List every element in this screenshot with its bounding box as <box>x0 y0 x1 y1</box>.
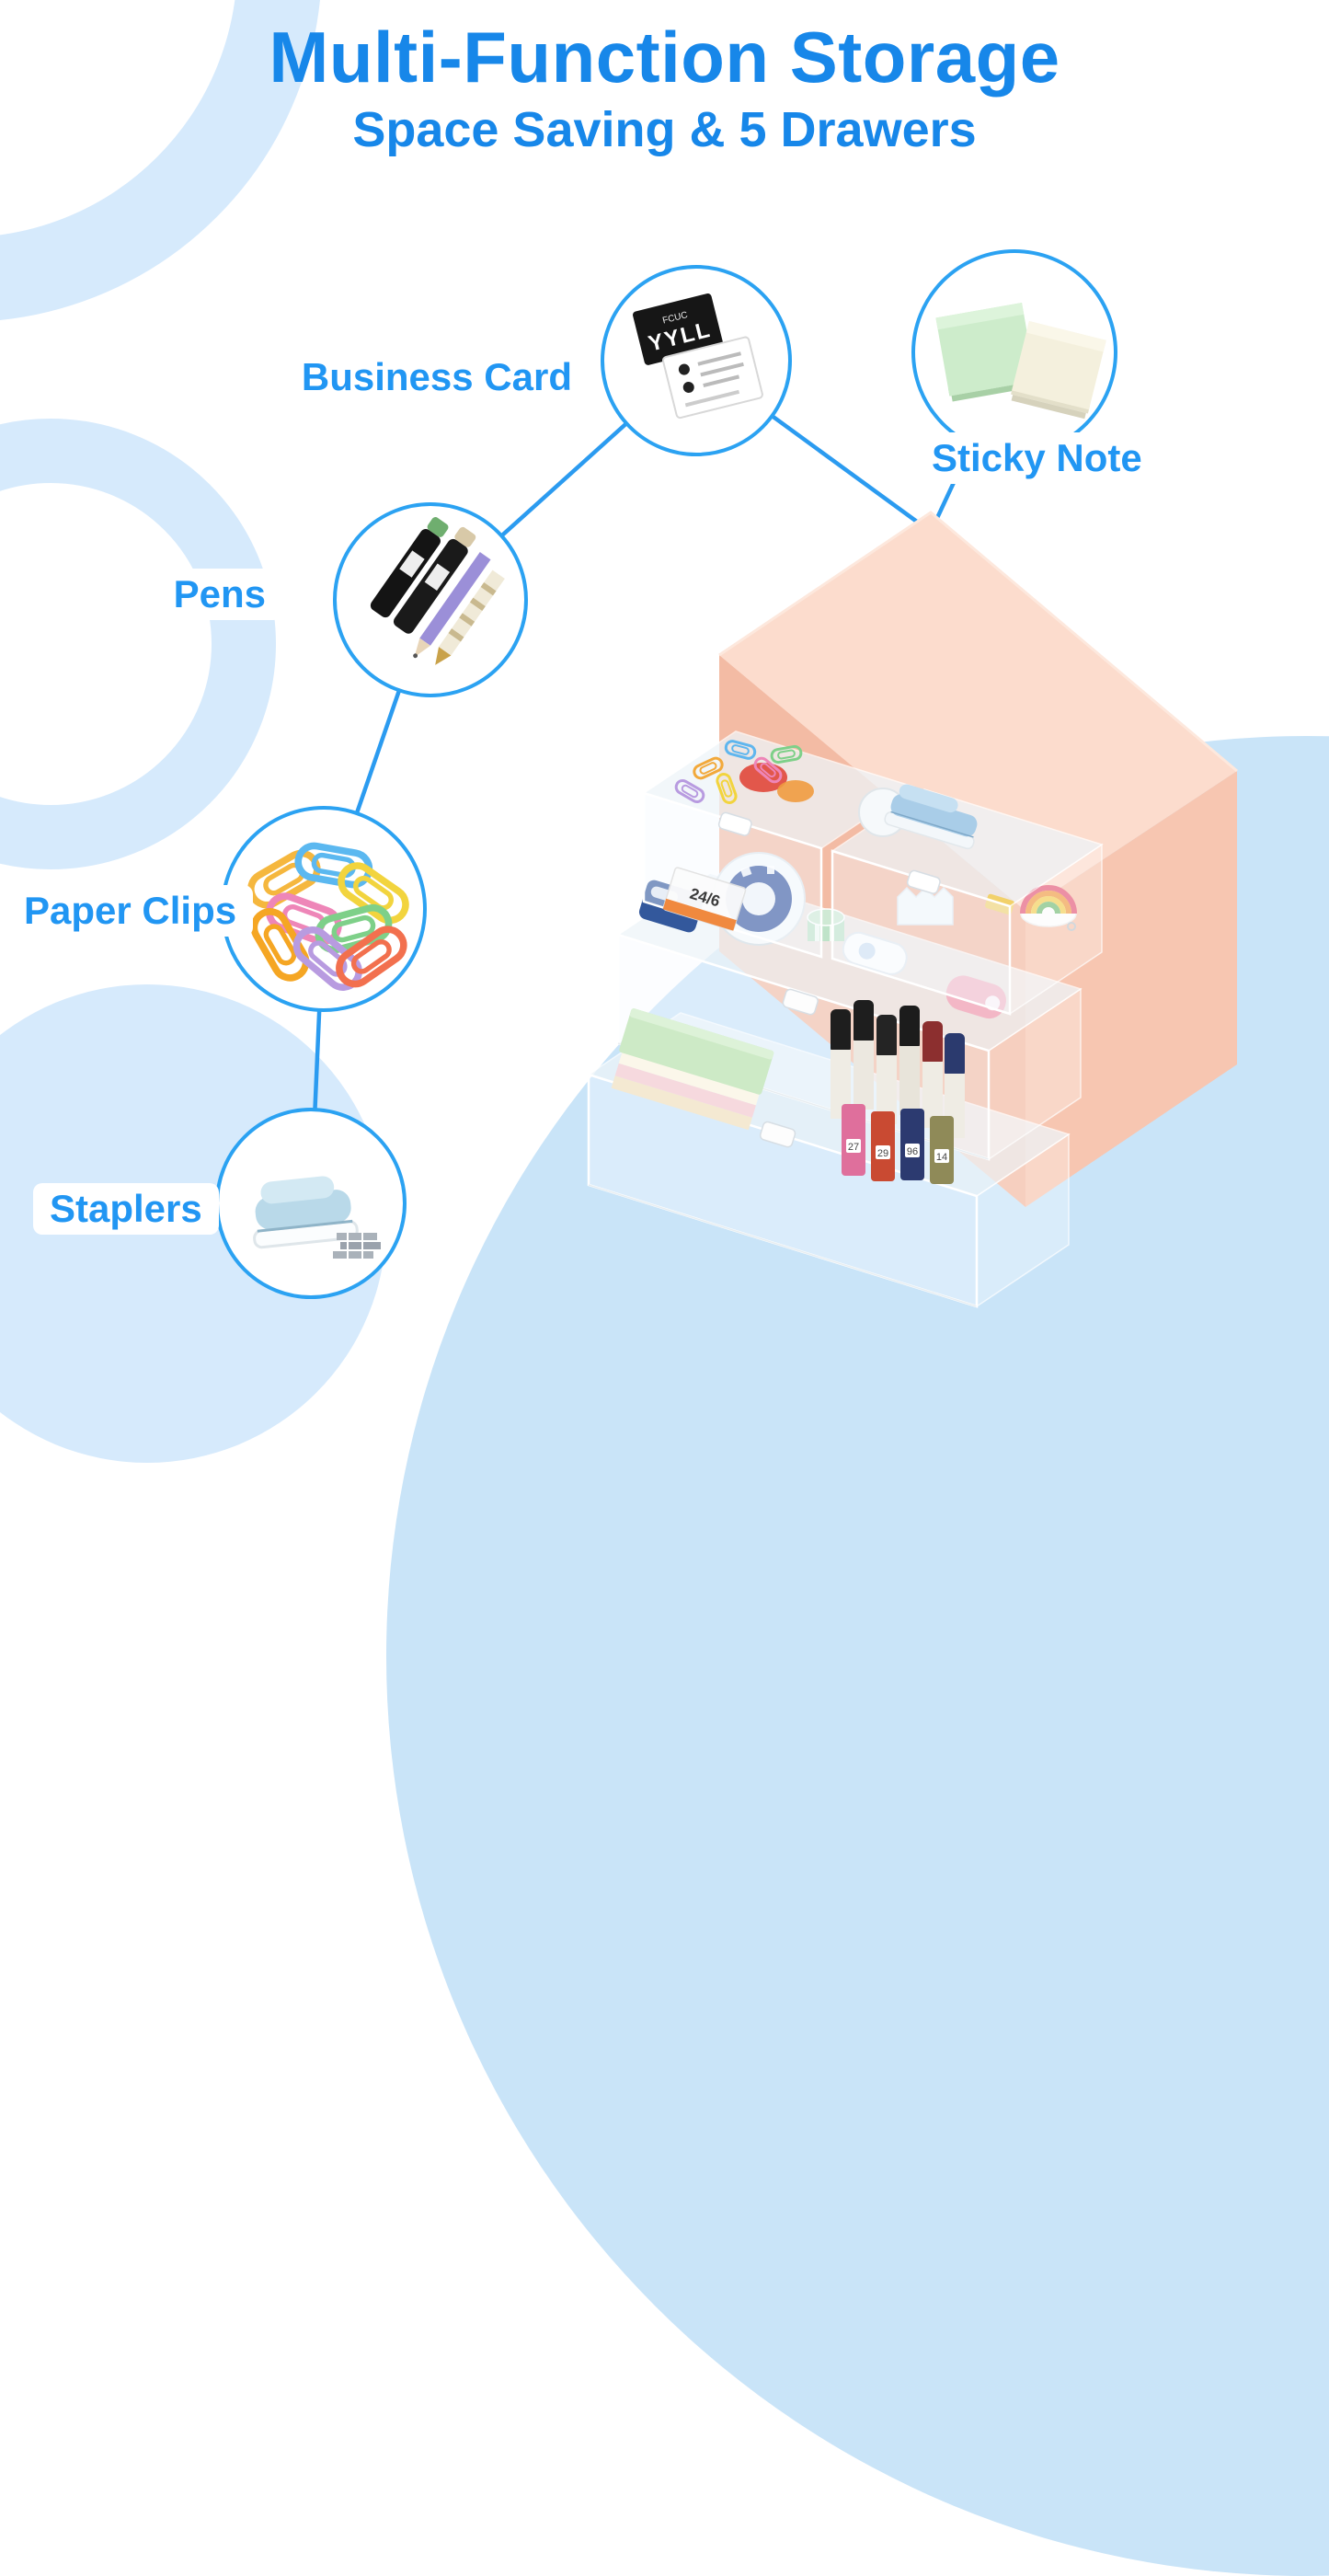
paper-clips-image <box>247 842 409 991</box>
drawer-middle-side <box>988 987 1082 1161</box>
markers: 27 29 96 14 <box>831 1000 965 1184</box>
yellow-tag <box>985 893 1014 915</box>
marker <box>831 1009 851 1119</box>
marker <box>922 1021 943 1128</box>
marker-front: 14 <box>930 1116 954 1184</box>
marker-front: 29 <box>871 1111 895 1181</box>
pens-bubble <box>333 502 528 697</box>
page-subtitle: Space Saving & 5 Drawers <box>352 101 977 157</box>
sticky-note-label: Sticky Note <box>915 432 1159 485</box>
staples-box: 24/6 <box>662 867 747 931</box>
scallop-edge-tape <box>897 886 954 926</box>
staplers-image <box>253 1176 381 1259</box>
business-card-bubble: FCUC YYLL <box>601 265 792 456</box>
stapler <box>253 1176 359 1249</box>
storage-organizer-illustration: 27 29 96 14 <box>587 511 1238 1308</box>
pens-image <box>370 517 505 665</box>
drawer-middle-handle <box>782 988 819 1016</box>
svg-text:14: 14 <box>936 1152 947 1163</box>
marker-front: 27 <box>842 1104 865 1176</box>
svg-text:29: 29 <box>877 1148 888 1159</box>
paper-clips-items <box>674 740 803 804</box>
drawer-top-left-handle <box>717 811 752 836</box>
drawer-top-right-side <box>1009 843 1103 1016</box>
rainbow-charm <box>1020 885 1077 931</box>
drawer-top-left: 24/6 <box>642 730 915 959</box>
drawer-top-right <box>831 784 1104 1016</box>
paper-clips-label: Paper Clips <box>7 885 254 937</box>
business-card-image: FCUC YYLL <box>633 293 763 420</box>
black-marker <box>370 517 449 618</box>
stapler-item <box>884 784 978 850</box>
svg-text:96: 96 <box>907 1146 918 1157</box>
svg-text:27: 27 <box>848 1142 859 1153</box>
page-title: Multi-Function Storage <box>269 17 1060 98</box>
marker <box>899 1006 920 1115</box>
orange-clip-pile <box>777 780 814 802</box>
staples-pile <box>333 1233 381 1259</box>
striped-pen <box>435 569 505 665</box>
paper-clips-bubble <box>221 806 427 1012</box>
sticky-note-image <box>935 302 1106 420</box>
drawer-bottom-handle <box>759 1121 796 1148</box>
business-card-label: Business Card <box>284 351 589 404</box>
marker-front: 96 <box>900 1109 924 1180</box>
marker <box>854 1000 874 1110</box>
staplers-bubble <box>215 1108 407 1299</box>
cream-sticky-stack <box>1011 320 1106 420</box>
drawer-bottom: 27 29 96 14 <box>587 1000 1070 1308</box>
purple-pencil <box>413 552 491 659</box>
red-clip-pile <box>739 763 787 792</box>
staplers-label: Staplers <box>33 1183 219 1236</box>
product-image: 27 29 96 14 <box>570 501 1251 1329</box>
sticky-notes-stack <box>611 1008 774 1131</box>
sticky-note-bubble <box>911 249 1117 455</box>
drawer-top-right-handle <box>906 869 941 894</box>
correction-tape <box>842 931 908 975</box>
green-sticky-stack <box>935 302 1037 402</box>
header: Multi-Function Storage Space Saving & 5 … <box>0 17 1329 157</box>
pens-label: Pens <box>156 569 282 621</box>
marker <box>876 1015 897 1124</box>
drawer-bottom-side <box>976 1133 1070 1308</box>
black-marker <box>393 526 476 634</box>
